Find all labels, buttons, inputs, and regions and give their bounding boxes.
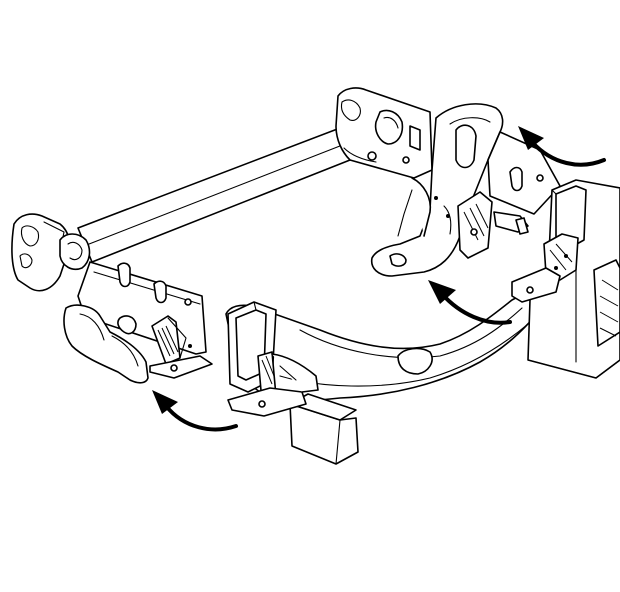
left-mount-bracket — [149, 315, 213, 379]
arrow-lower-left — [152, 390, 238, 432]
arrow-middle — [428, 280, 512, 325]
right-end-bracket — [335, 87, 433, 179]
left-end-bracket — [11, 213, 91, 292]
cross-tube — [77, 127, 351, 263]
right-upper-rail — [487, 131, 561, 215]
arrow-upper-right — [518, 126, 606, 167]
right-spring-hanger — [370, 103, 504, 277]
front-left-mount-bracket — [227, 351, 319, 417]
right-mount-bracket — [457, 191, 529, 259]
front-right-mount-bracket — [511, 233, 579, 303]
